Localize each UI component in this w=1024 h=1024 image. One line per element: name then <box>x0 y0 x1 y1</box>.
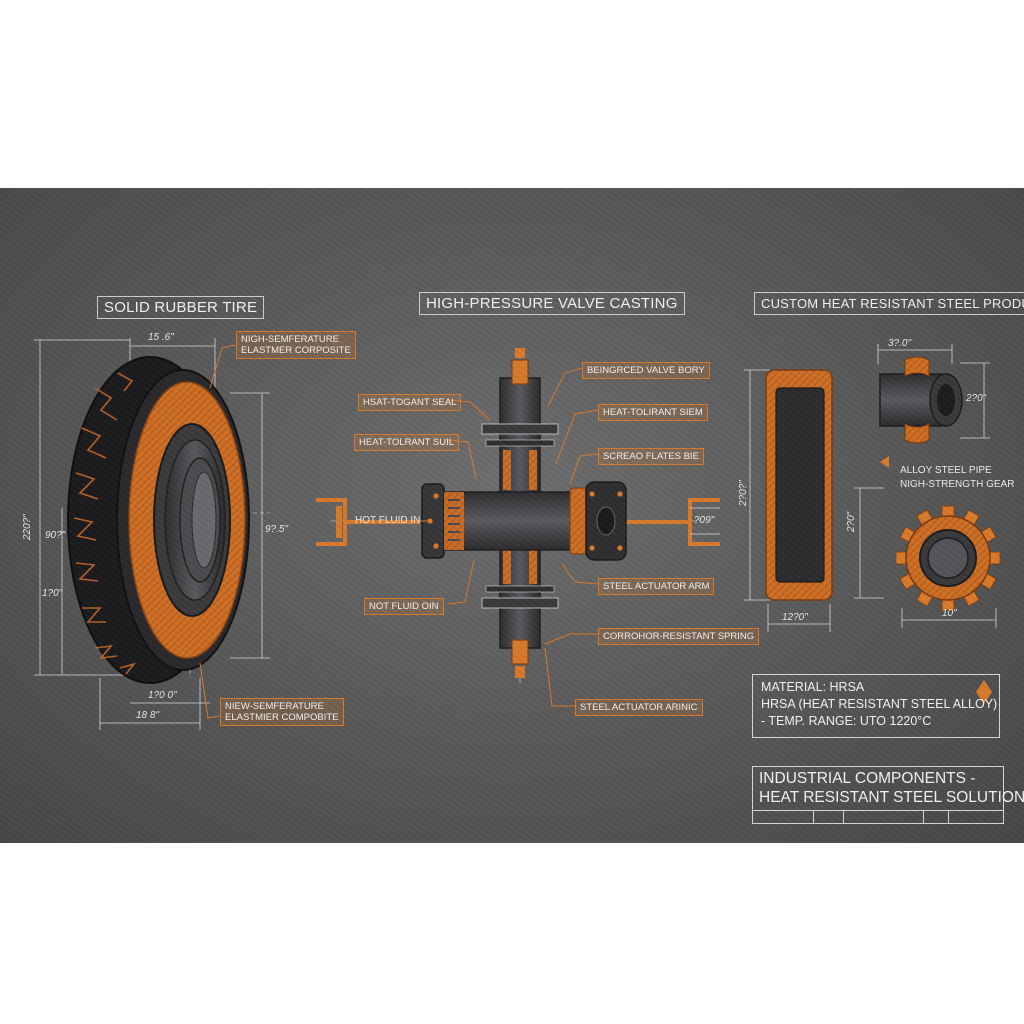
valve-dim-right: ?09" <box>694 515 715 526</box>
pipe-dim-width: 3?.0" <box>888 338 912 349</box>
valve-callout-reinforced-body: BEINGRCED VALVE BORY <box>582 362 710 379</box>
block-dim-width: 12?0" <box>782 612 808 623</box>
title-block-grid <box>753 810 1003 823</box>
valve-section-title: HIGH-PRESSURE VALVE CASTING <box>419 292 685 315</box>
valve-callout-heat-seal-left: HEAT-TOLRANT SUIL <box>354 434 460 451</box>
solid-rubber-tire-drawing <box>34 338 270 730</box>
valve-label-fluid-in: HOT FLUID IN <box>355 515 421 526</box>
tire-callout-top-line1: NIGH-SEMFERATURE <box>241 334 339 345</box>
title-block-line-1: INDUSTRIAL COMPONENTS - <box>759 770 976 787</box>
valve-callout-flanges: SCREAO FLATES BIE <box>598 448 704 465</box>
tire-section-title: SOLID RUBBER TIRE <box>97 296 265 319</box>
tire-dim-bottom-inner: 1?0 0" <box>148 690 177 701</box>
title-block-line-2: HEAT RESISTANT STEEL SOLUTIONS <box>759 789 1024 806</box>
tire-dim-height-mid: 90?" <box>45 530 66 541</box>
steel-section-title: CUSTOM HEAT RESISTANT STEEL PRODUCT <box>754 292 1024 315</box>
valve-callout-actuator-arm: STEEL ACTUATOR ARM <box>598 578 715 595</box>
pipe-dim-height: 2?0" <box>966 393 987 404</box>
valve-callout-heat-stem: HEAT-TOLIRANT SIEM <box>598 404 708 421</box>
valve-callout-spring: CORROHOR-RESISTANT SPRING <box>598 628 760 645</box>
blueprint-board: SOLID RUBBER TIRE HIGH-PRESSURE VALVE CA… <box>0 188 1024 843</box>
valve-callout-actuator-bottom: STEEL ACTUATOR ARINIC <box>575 699 703 716</box>
pipe-label: ALLOY STEEL PIPE <box>900 465 992 476</box>
material-info-box: MATERIAL: HRSA HRSA (HEAT RESISTANT STEE… <box>752 674 1000 738</box>
tire-callout-top-line2: ELASTMER CORPOSITE <box>241 345 351 356</box>
gear-shape <box>895 505 1001 611</box>
valve-callout-fluid-out: NOT FLUID OIN <box>364 598 444 615</box>
block-dim-height: 2?0?" <box>738 480 749 506</box>
material-line-3: - TEMP. RANGE: UTO 1220°C <box>761 714 932 728</box>
tire-dim-height-inner: 1?0" <box>42 588 63 599</box>
tire-dim-bottom-outer: 18 8" <box>136 710 160 721</box>
technical-drawing <box>34 338 1001 730</box>
steel-products-drawing <box>744 344 1001 704</box>
title-block: INDUSTRIAL COMPONENTS - HEAT RESISTANT S… <box>752 766 1024 824</box>
tire-callout-bottom: NIEW-SEMFERATURE ELASTMIER COMPOBITE <box>220 698 344 726</box>
gear-dim-height: 2?0" <box>846 511 857 532</box>
tire-dim-height-outer: 220?" <box>22 514 33 540</box>
tire-callout-bottom-line2: ELASTMIER COMPOBITE <box>225 712 339 723</box>
gear-label: NIGH-STRENGTH GEAR <box>900 479 1015 490</box>
tire-callout-top: NIGH-SEMFERATURE ELASTMER CORPOSITE <box>236 331 356 359</box>
material-line-1: MATERIAL: HRSA <box>761 680 865 694</box>
valve-callout-heat-seal-top: HSAT-TOGANT SEAL <box>358 394 462 411</box>
tire-callout-bottom-line1: NIEW-SEMFERATURE <box>225 701 324 712</box>
material-line-2: HRSA (HEAT RESISTANT STEEL ALLOY) <box>761 697 998 711</box>
valve-casting-drawing <box>316 348 720 707</box>
tire-dim-top: 15 .6" <box>148 332 174 343</box>
tire-dim-right: 9?.5" <box>265 524 289 535</box>
gear-dim-width: 10" <box>942 608 957 619</box>
